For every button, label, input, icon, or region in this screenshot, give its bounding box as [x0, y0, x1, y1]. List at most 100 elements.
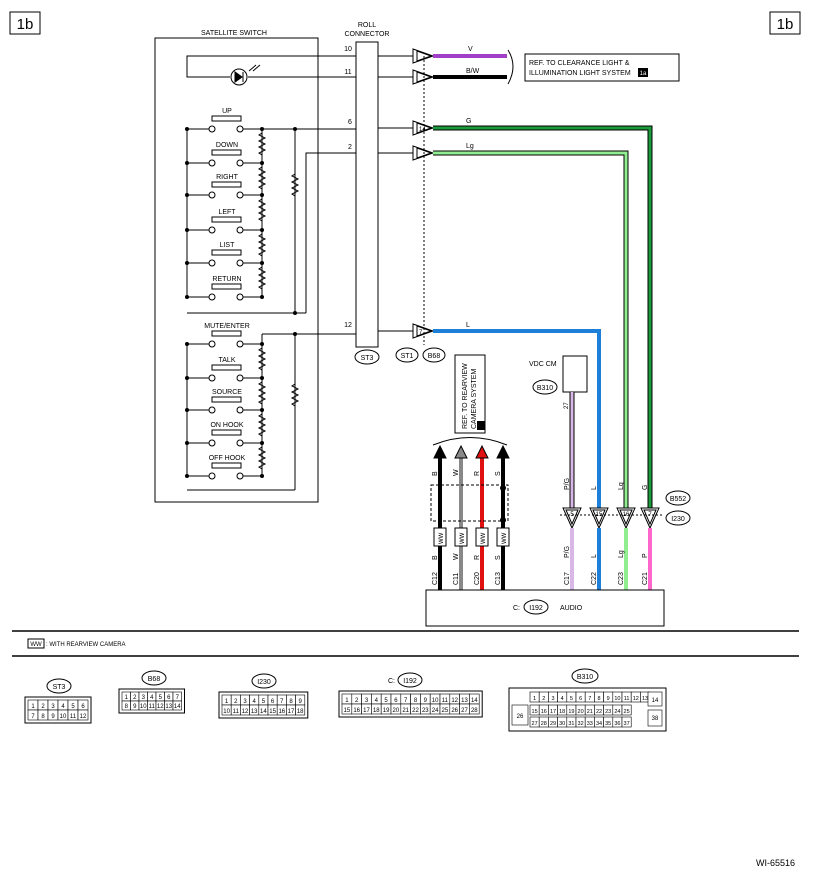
svg-text:C21: C21: [642, 572, 649, 585]
pin-1: 1: [225, 699, 229, 705]
switch-button-off-hook: OFF HOOK: [185, 455, 264, 480]
switch-button-label: OFF HOOK: [209, 455, 246, 462]
pin-6: 6: [271, 699, 275, 705]
roll-connector-title: ROLL: [358, 22, 376, 29]
svg-text:R: R: [474, 471, 481, 476]
pin-2: 2: [133, 695, 137, 701]
switch-button-label: RIGHT: [216, 174, 239, 181]
pin-17: 17: [363, 708, 370, 714]
pin-8: 8: [597, 696, 600, 702]
svg-text:L: L: [591, 554, 598, 558]
label-b552: B552: [670, 496, 686, 503]
svg-text:R: R: [474, 555, 481, 560]
pin-9: 9: [607, 696, 610, 702]
pin-5: 5: [262, 699, 266, 705]
pin-16: 16: [541, 709, 547, 715]
pin-21: 21: [402, 708, 409, 714]
pin-23: 23: [422, 708, 429, 714]
switch-button-label: RETURN: [212, 276, 241, 283]
pin-4: 4: [253, 699, 257, 705]
roll-connector-pins: 10 11 6 2 12: [344, 46, 352, 329]
pin-2: 2: [355, 698, 359, 704]
switch-button-talk: TALK: [185, 357, 267, 408]
pin-25: 25: [442, 708, 449, 714]
svg-text:CAMERA SYSTEM: CAMERA SYSTEM: [471, 369, 478, 429]
wire-label-lg: Lg: [466, 143, 474, 150]
switch-button-source: SOURCE: [185, 389, 267, 441]
switch-button-label: SOURCE: [212, 389, 242, 396]
pin-20: 20: [578, 709, 584, 715]
pin-28: 28: [471, 708, 478, 714]
label-b310: B310: [537, 385, 553, 392]
pin-16: 16: [353, 708, 360, 714]
svg-text:WW: WW: [460, 532, 466, 544]
pin-4: 4: [150, 695, 154, 701]
switch-button-label: MUTE/ENTER: [204, 323, 250, 330]
svg-text:C11: C11: [453, 573, 460, 585]
connector-label: B68: [148, 676, 161, 683]
label-st1: ST1: [401, 353, 414, 360]
roll-pin-11: 11: [344, 69, 351, 76]
svg-text:1b: 1b: [777, 16, 794, 33]
svg-text:L: L: [591, 486, 598, 490]
pin-17: 17: [288, 709, 295, 715]
switch-button-down: DOWN: [185, 142, 267, 193]
audio-junctions: [562, 507, 660, 530]
page-tag-right: 1b: [769, 11, 801, 35]
svg-text:REF. TO REARVIEW: REF. TO REARVIEW: [462, 363, 469, 429]
pin-15: 15: [344, 708, 351, 714]
svg-text:C17: C17: [564, 572, 571, 585]
pin-25: 25: [624, 709, 630, 715]
wire-outlines: [433, 125, 653, 508]
junction-pin-7: 7: [419, 330, 423, 336]
audio-pin-labels: C12 C11 C20 C13 C17 C22 C23 C21: [432, 572, 649, 585]
pin-19: 19: [383, 708, 390, 714]
svg-text:P/G: P/G: [564, 478, 571, 490]
pin-20: 20: [393, 708, 400, 714]
pin-7: 7: [176, 695, 180, 701]
pin-3: 3: [551, 696, 554, 702]
pin-24: 24: [432, 708, 439, 714]
pin-37: 37: [624, 721, 630, 727]
switch-button-label: ON HOOK: [210, 422, 243, 429]
connector-label: B310: [577, 674, 593, 681]
svg-text:W: W: [453, 469, 460, 476]
connector-label: I230: [257, 679, 271, 686]
svg-text:B: B: [432, 471, 439, 476]
svg-text:Lg: Lg: [618, 550, 625, 558]
pin-11: 11: [149, 704, 156, 710]
audio-lower-wires: [570, 528, 652, 590]
svg-text:C22: C22: [591, 572, 598, 585]
pin-10: 10: [140, 704, 147, 710]
pin-7: 7: [280, 699, 284, 705]
pin-5: 5: [71, 704, 75, 710]
ref-clearance-box: REF. TO CLEARANCE LIGHT & ILLUMINATION L…: [524, 53, 680, 82]
switch-button-return: RETURN: [185, 276, 264, 301]
satellite-switch-box: [154, 37, 319, 503]
pin-11: 11: [233, 709, 240, 715]
label-i230: I230: [671, 516, 685, 523]
pin-6: 6: [394, 698, 398, 704]
pin-14: 14: [174, 704, 181, 710]
switch-button-on-hook: ON HOOK: [185, 422, 267, 474]
connector-label: ST3: [53, 684, 66, 691]
svg-text:ILLUMINATION LIGHT SYSTEM: ILLUMINATION LIGHT SYSTEM: [529, 70, 631, 77]
pin-3: 3: [365, 698, 369, 704]
pin-13: 13: [251, 709, 258, 715]
svg-text:C20: C20: [474, 572, 481, 585]
svg-text:C12: C12: [432, 572, 439, 585]
svg-text:S: S: [495, 555, 502, 560]
pin-31: 31: [568, 721, 574, 727]
svg-text:REF. TO CLEARANCE LIGHT &: REF. TO CLEARANCE LIGHT &: [529, 60, 630, 67]
audio-bottom-colors: P/G L Lg P: [564, 546, 649, 558]
pin-5: 5: [570, 696, 573, 702]
switch-button-label: LIST: [220, 242, 236, 249]
switch-button-list: LIST: [185, 242, 267, 295]
pin-13: 13: [461, 698, 468, 704]
svg-text:1a: 1a: [640, 71, 647, 77]
pin-23: 23: [605, 709, 611, 715]
